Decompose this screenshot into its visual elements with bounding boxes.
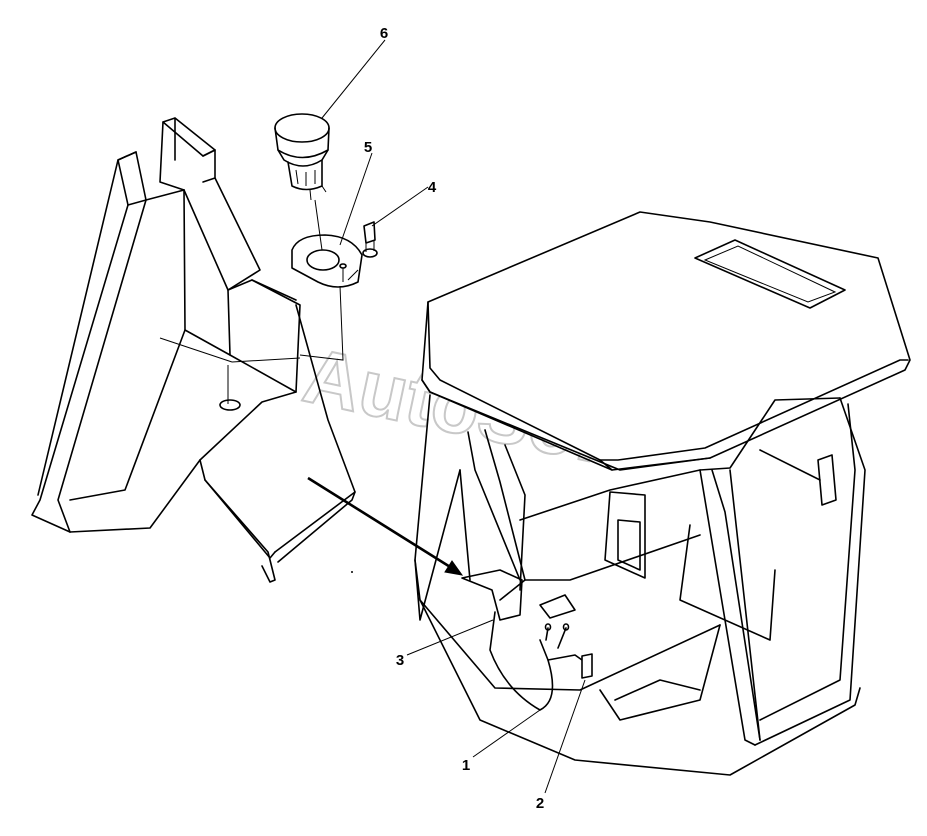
callout-5: 5: [364, 139, 372, 156]
callout-4: 4: [428, 179, 437, 196]
callout-labels: 1 2 3 4 5 6: [364, 25, 544, 812]
callout-6: 6: [380, 25, 388, 42]
lighter-part: [274, 113, 330, 201]
mount-plate-part: [291, 234, 363, 288]
cab-assembly: [414, 211, 911, 776]
direction-arrow: [307, 476, 464, 576]
console-panel: [31, 117, 356, 583]
callout-3: 3: [396, 652, 404, 669]
leader-lines: [321, 39, 586, 794]
callout-2: 2: [536, 795, 544, 812]
screw-part: [362, 221, 378, 258]
callout-1: 1: [462, 757, 470, 774]
stray-dot: [351, 571, 353, 573]
assembly-lines: [299, 199, 344, 361]
